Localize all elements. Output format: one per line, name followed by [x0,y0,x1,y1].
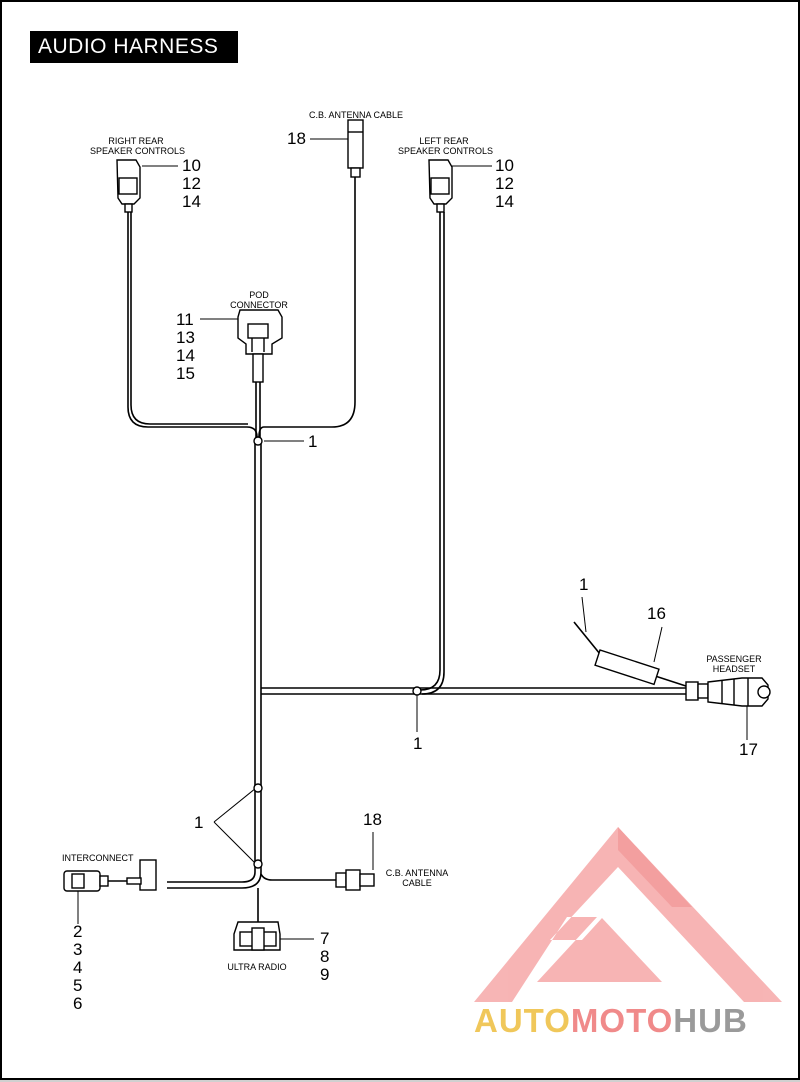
right-rear-label-line2: SPEAKER CONTROLS [90,146,186,156]
clip-lower-icon [253,859,263,869]
callout-interconnect: 2 3 4 5 6 [73,923,82,1013]
callout-left-rear: 10 12 14 [495,157,514,211]
left-rear-connector-icon [428,159,453,213]
watermark-part3: HUB [673,1002,748,1039]
right-rear-connector-icon [116,159,141,213]
clip-center-icon [412,686,422,696]
callout-item: 10 [495,156,514,175]
callout-item: 8 [320,947,330,966]
cb-antenna-top-connector-icon [347,119,364,178]
callout-pod: 11 13 14 15 [176,311,195,383]
callout-clip-upper: 1 [308,432,318,451]
cb-antenna-bottom-label: C.B. ANTENNA CABLE [382,868,452,888]
connectors [63,119,771,951]
pod-label-line1: POD [249,290,269,300]
passenger-label-line2: HEADSET [712,664,756,674]
callout-item: 3 [73,940,83,959]
clip-mid-icon [253,783,263,793]
right-rear-label-line1: RIGHT REAR [108,136,164,146]
callout-17: 17 [739,740,758,759]
callout-clip-passenger: 1 [579,575,589,594]
left-rear-label-line1: LEFT REAR [419,136,469,146]
left-rear-label-line2: SPEAKER CONTROLS [398,146,494,156]
callout-item: 10 [182,156,201,175]
callout-item: 14 [182,192,201,211]
interconnect-connector-icon [63,859,157,892]
callout-item: 5 [73,976,83,995]
leader-lines [77,138,748,940]
cb-antenna-top-label: C.B. ANTENNA CABLE [308,110,404,120]
diagram-title: AUDIO HARNESS [30,31,238,63]
watermark-logo [474,827,782,1002]
callout-item: 4 [73,958,83,977]
callout-item: 12 [182,174,201,193]
callout-item: 2 [73,922,83,941]
watermark-part1: AUTO [474,1002,571,1039]
passenger-headset-label: PASSENGER HEADSET [702,654,766,674]
callout-item: 13 [176,328,195,347]
callout-item: 14 [495,192,514,211]
callout-clip-center: 1 [413,734,423,753]
clip-upper-icon [253,436,263,446]
right-rear-label: RIGHT REAR SPEAKER CONTROLS [90,136,186,156]
passenger-label-line1: PASSENGER [706,654,762,664]
pod-connector-label: POD CONNECTOR [224,290,294,310]
callout-clips-pair: 1 [194,813,204,832]
callout-item: 15 [176,364,195,383]
cb-bottom-label-line2: CABLE [402,878,432,888]
watermark-part2: MOTO [570,1002,674,1039]
cb-bottom-label-line1: C.B. ANTENNA [385,868,449,878]
callout-item: 9 [320,965,330,984]
callout-item: 14 [176,346,195,365]
cb-antenna-bottom-connector-icon [335,869,375,891]
pod-label-line2: CONNECTOR [230,300,288,310]
callout-16: 16 [647,604,666,623]
passenger-headset-icon [594,649,771,707]
callout-item: 7 [320,929,330,948]
ultra-radio-connector-icon [233,921,281,951]
callout-right-rear: 10 12 14 [182,157,201,211]
callout-18-top: 18 [287,129,306,148]
ultra-radio-label: ULTRA RADIO [227,962,287,972]
watermark-text: AUTOMOTOHUB [474,1002,748,1040]
pod-connector-icon [237,309,283,383]
wires [102,177,693,922]
callout-18-bottom: 18 [363,810,382,829]
callout-item: 6 [73,994,83,1013]
callout-item: 11 [176,310,194,329]
left-rear-label: LEFT REAR SPEAKER CONTROLS [398,136,494,156]
callout-radio: 7 8 9 [320,930,329,984]
interconnect-label: INTERCONNECT [62,853,134,863]
callout-item: 12 [495,174,514,193]
